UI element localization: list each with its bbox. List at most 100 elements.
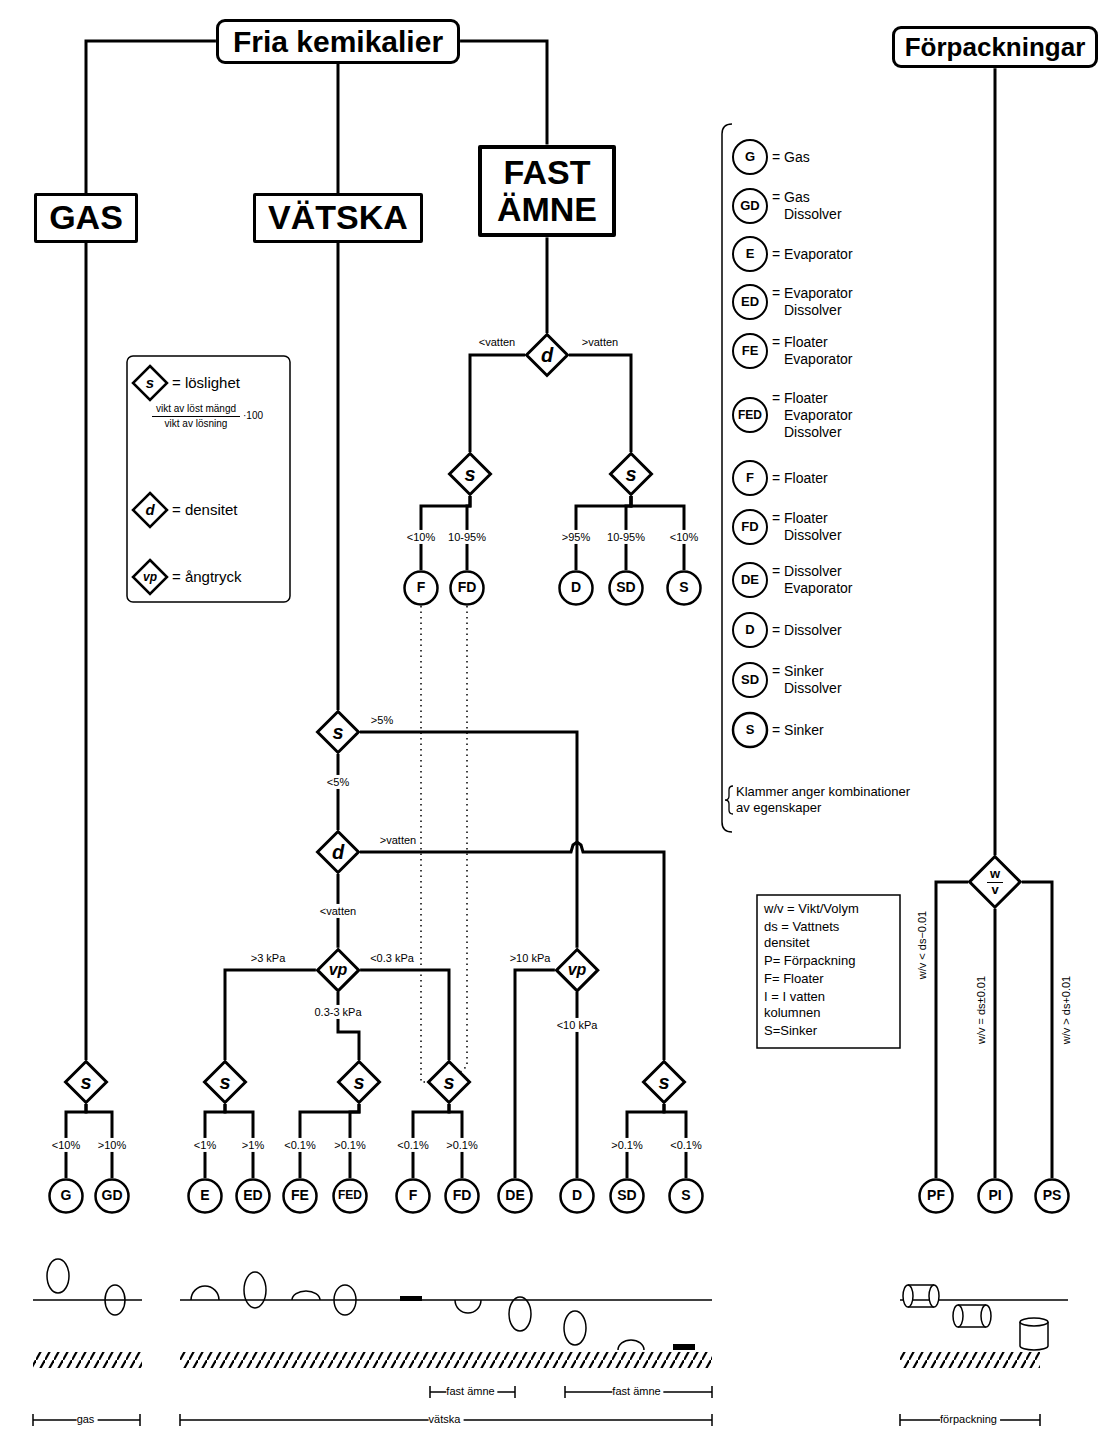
branch-line: [360, 732, 577, 948]
legend-entry: = Evaporator: [772, 246, 864, 263]
decision-diamond: d: [316, 830, 360, 874]
node-text-group: VÄTSKA: [268, 199, 408, 236]
node-label: d: [332, 841, 344, 863]
class-circle: PI: [977, 1178, 1013, 1214]
branch-line: [460, 41, 547, 145]
node-text-group: E: [200, 1188, 209, 1203]
category-box: VÄTSKA: [253, 193, 423, 242]
circle-shape: [560, 572, 593, 605]
node-label: SD: [616, 580, 635, 595]
gas-cloud: [47, 1259, 69, 1293]
legend-circle: [733, 563, 767, 597]
class-circle: DE: [497, 1178, 533, 1214]
range-bracket: [430, 1386, 515, 1398]
node-label: s: [625, 463, 636, 485]
node-text-group: DE: [505, 1188, 524, 1203]
decision-diamond: s: [448, 452, 492, 496]
branch-line: [360, 842, 664, 1060]
legend-entry: = löslighet: [172, 374, 240, 392]
class-circle: FD: [449, 570, 485, 606]
decision-diamond: s: [642, 1060, 686, 1104]
floater-evaporator-shape: [292, 1291, 320, 1300]
node-label: D: [572, 1188, 582, 1203]
node-label: FD: [458, 580, 477, 595]
circle-shape: [451, 572, 484, 605]
abbreviation-note: w/v = Vikt/Volym: [764, 901, 876, 917]
fraction-bar: [152, 416, 240, 417]
node-label: F: [409, 1188, 418, 1203]
diamond-shape: [611, 454, 652, 495]
legend-note: Klammer anger kombinationer av egenskape…: [736, 784, 921, 815]
node-text-group: d: [541, 344, 553, 366]
node-label: s: [353, 1071, 364, 1093]
branch-line: [225, 970, 316, 1060]
sinker-dissolver-shape: [618, 1340, 644, 1350]
node-label: S: [681, 1188, 690, 1203]
branch-condition: 10-95%: [605, 530, 647, 544]
branch-condition: <10 kPa: [555, 1018, 600, 1032]
node-label: FD: [453, 1188, 472, 1203]
node-label: s: [443, 1071, 454, 1093]
legend-circle: [733, 189, 767, 223]
legend-diamond: [133, 493, 167, 527]
legend-circle: [733, 334, 767, 368]
branch-condition: >5%: [369, 713, 395, 727]
node-text-group: s: [80, 1071, 91, 1093]
class-circle: ED: [235, 1178, 271, 1214]
circle-shape: [670, 1180, 703, 1213]
node-text-group: d: [332, 841, 344, 863]
class-circle: S: [666, 570, 702, 606]
node-text-group: S: [679, 580, 688, 595]
legend-entry: = Dissolver Evaporator: [772, 563, 864, 597]
branch-condition: w/v < ds−0.01: [915, 909, 929, 982]
branch-line: [546, 237, 549, 333]
circle-shape: [499, 1180, 532, 1213]
branch-condition: >10 kPa: [508, 951, 553, 965]
legend-entry: = Floater Dissolver: [772, 510, 864, 544]
node-text-group: s: [219, 1071, 230, 1093]
node-label: d: [541, 344, 553, 366]
drum-symbol: [981, 1305, 991, 1327]
legend-box: [757, 895, 900, 1048]
branch-line: [360, 970, 449, 1060]
symbol-letter: FD: [741, 519, 758, 535]
node-text-group: F: [417, 580, 426, 595]
drum-symbol: [903, 1285, 913, 1307]
symbol-letter: E: [746, 246, 755, 262]
node-label: VÄTSKA: [268, 199, 408, 236]
decision-diamond: vp: [316, 948, 360, 992]
node-text-group: D: [571, 580, 581, 595]
node-text-group: ED: [243, 1188, 262, 1203]
range-label: förpackning: [940, 1413, 1000, 1426]
range-label: vätska: [429, 1413, 464, 1426]
legend-entry: = ångtryck: [172, 568, 242, 586]
symbol-letter: FED: [738, 408, 762, 422]
branch-condition: <0.1%: [282, 1138, 318, 1152]
node-text-group: Fria kemikalier: [233, 25, 443, 58]
branch-condition: >vatten: [580, 335, 620, 349]
legend-entry: = densitet: [172, 501, 237, 519]
range-bracket: [565, 1386, 712, 1398]
class-circle: F: [403, 570, 439, 606]
water-surface: [900, 1299, 1068, 1301]
node-text-group: vp: [329, 961, 348, 979]
legend-entry: = Evaporator Dissolver: [772, 285, 864, 319]
abbreviation-note: P= Förpackning: [764, 953, 876, 969]
dissolver-shape: [564, 1311, 586, 1345]
branch-condition: <1%: [192, 1138, 218, 1152]
brace-symbol: [725, 786, 733, 814]
legend-entry: = Sinker: [772, 722, 864, 739]
drum-symbol: [1020, 1318, 1048, 1326]
node-text-group: s: [464, 463, 475, 485]
drum-symbol: [953, 1305, 963, 1327]
symbol-letter: DE: [741, 572, 759, 588]
decision-diamond: s: [427, 1060, 471, 1104]
branch-line: [470, 355, 525, 452]
class-circle: SD: [609, 1178, 645, 1214]
abbreviation-note: F= Floater: [764, 971, 876, 987]
node-label: s: [80, 1071, 91, 1093]
legend-bracket: [722, 124, 732, 832]
decision-diamond: wv: [968, 855, 1022, 909]
